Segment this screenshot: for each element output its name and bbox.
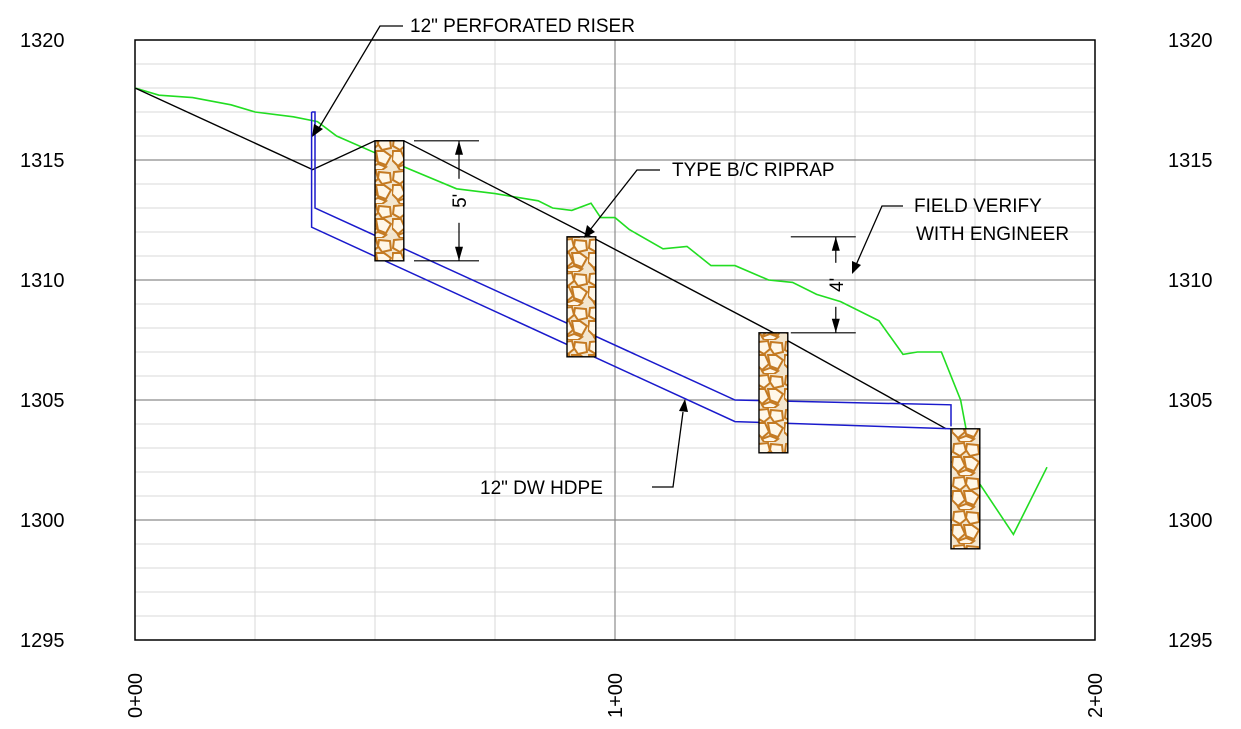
- dimension-arrowhead: [831, 318, 840, 333]
- riprap-callout: TYPE B/C RIPRAP: [584, 160, 835, 238]
- elevation-tick-label-right: 1300: [1168, 510, 1213, 532]
- major-grid: [135, 40, 1095, 640]
- elevation-tick-label-right: 1320: [1168, 30, 1213, 52]
- existing-grade-line: [134, 87, 1048, 536]
- dimension-arrowhead: [455, 140, 463, 155]
- station-labels: 0+00 1+00 2+00: [125, 673, 1107, 718]
- elevation-tick-label-right: 1305: [1168, 390, 1213, 412]
- elevation-labels-left: 1320 1315 1310 1305 1300 1295: [20, 30, 65, 652]
- riser-callout-label: 12" PERFORATED RISER: [410, 16, 635, 37]
- elevation-tick-label-left: 1300: [20, 510, 65, 532]
- proposed-grade-line: [134, 87, 947, 430]
- elevation-tick-label-right: 1315: [1168, 150, 1213, 172]
- dimension-arrowhead: [831, 236, 840, 251]
- riprap-arrowhead: [584, 225, 595, 238]
- pipe-invert-line: [310, 112, 952, 430]
- station-tick-label: 0+00: [125, 673, 147, 718]
- pipe-arrowhead: [679, 399, 688, 412]
- pipe-leader: [652, 411, 684, 488]
- dimension-label: 5': [450, 194, 471, 208]
- pipe-callout-label: 12" DW HDPE: [480, 478, 603, 499]
- field-verify-leader: [855, 205, 903, 266]
- field-verify-label-line1: FIELD VERIFY: [914, 196, 1042, 217]
- riprap-callout-label: TYPE B/C RIPRAP: [672, 160, 835, 181]
- elevation-tick-label-left: 1305: [20, 390, 65, 412]
- elevation-tick-label-right: 1310: [1168, 270, 1213, 292]
- elevation-labels-right: 1320 1315 1310 1305 1300 1295: [1168, 30, 1213, 652]
- elevation-tick-label-left: 1310: [20, 270, 65, 292]
- station-tick-label: 2+00: [1085, 673, 1107, 718]
- riser-arrowhead: [312, 124, 323, 137]
- riprap-block: [566, 236, 597, 358]
- pipe-callout: 12" DW HDPE: [480, 399, 688, 499]
- pipe-crown-line: [311, 111, 952, 427]
- riprap-block: [374, 140, 405, 262]
- dimension-annotations: 5' 4': [414, 140, 856, 334]
- riser-leader: [318, 25, 403, 129]
- elevation-tick-label-right: 1295: [1168, 630, 1213, 652]
- field-verify-arrowhead: [852, 261, 861, 274]
- dimension-label: 4': [827, 278, 848, 292]
- riprap-blocks: [374, 140, 981, 550]
- field-verify-label-line2: WITH ENGINEER: [916, 224, 1069, 245]
- elevation-tick-label-left: 1315: [20, 150, 65, 172]
- plot-frame: [134, 39, 1096, 641]
- riprap-block: [758, 332, 789, 454]
- riprap-leader: [589, 169, 660, 231]
- riprap-block: [950, 428, 981, 550]
- elevation-tick-label-left: 1295: [20, 630, 65, 652]
- dimension-arrowhead: [455, 246, 463, 261]
- field-verify-callout: FIELD VERIFY WITH ENGINEER: [852, 196, 1069, 274]
- station-tick-label: 1+00: [605, 673, 627, 718]
- elevation-tick-label-left: 1320: [20, 30, 65, 52]
- riser-callout: 12" PERFORATED RISER: [312, 16, 635, 137]
